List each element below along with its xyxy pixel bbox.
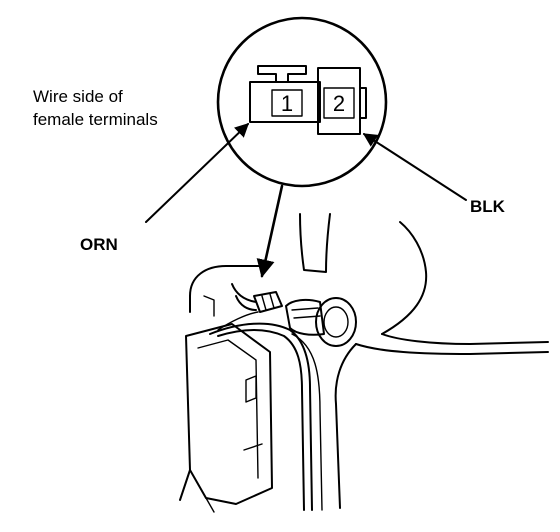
caption-line-2: female terminals <box>33 110 158 129</box>
socket-cap <box>315 297 357 347</box>
orn-leader-line <box>145 123 250 223</box>
detail-pointer-line <box>256 184 284 278</box>
physical-connector <box>253 291 357 347</box>
blk-leader-line <box>362 133 467 201</box>
detail-magnifier: 1 2 <box>216 16 388 188</box>
caption-line-1: Wire side of <box>33 87 123 106</box>
pin-2-number: 2 <box>333 91 345 116</box>
orn-wire-label: ORN <box>80 235 118 254</box>
terminal-cavity-2 <box>317 67 361 135</box>
terminal-cavity-1 <box>249 81 321 123</box>
pin-1-number: 1 <box>281 91 293 116</box>
blk-wire-label: BLK <box>470 197 506 216</box>
detail-circle <box>216 16 388 188</box>
connector-housing: 1 2 <box>249 65 367 135</box>
vehicle-panel-illustration <box>179 213 549 513</box>
